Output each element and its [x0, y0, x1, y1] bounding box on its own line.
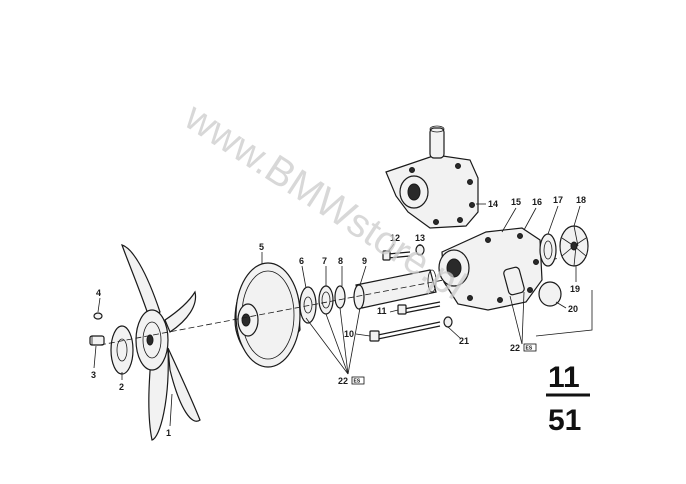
callout-22-left: 22	[338, 376, 348, 386]
fan-spacer	[110, 325, 134, 375]
callout-18: 18	[576, 195, 586, 205]
housing-bolt	[382, 250, 411, 261]
callout-9: 9	[362, 256, 367, 266]
callout-7: 7	[322, 256, 327, 266]
callout-11: 11	[377, 306, 387, 316]
callout-labels: 1 2 3 4 5 6 7 8 9 10 11 12 13 14 15 16 1…	[91, 195, 586, 438]
svg-text:ES: ES	[354, 379, 361, 385]
short-bolt	[397, 301, 441, 315]
group-number: 11 51	[546, 361, 590, 437]
callout-16: 16	[532, 197, 542, 207]
callout-2: 2	[119, 382, 124, 392]
pulley	[234, 262, 301, 368]
callout-20: 20	[568, 304, 578, 314]
tag-box-left: ES	[351, 376, 365, 385]
water-pump-main	[438, 227, 543, 311]
svg-text:ES: ES	[526, 346, 533, 352]
fan-bolt	[89, 335, 105, 346]
washer-21	[443, 316, 453, 328]
callout-12: 12	[390, 233, 400, 243]
group-main: 11	[548, 361, 580, 394]
seal-ring	[318, 285, 334, 315]
callout-21: 21	[459, 336, 469, 346]
callout-6: 6	[299, 256, 304, 266]
callout-22-right: 22	[510, 343, 520, 353]
callout-10: 10	[344, 329, 354, 339]
group-sub: 51	[548, 404, 581, 437]
callout-1: 1	[166, 428, 171, 438]
callout-14: 14	[488, 199, 498, 209]
callout-19: 19	[570, 284, 580, 294]
fan-washer	[93, 312, 103, 320]
callout-15: 15	[511, 197, 521, 207]
cover-disc	[538, 281, 562, 307]
callout-3: 3	[91, 370, 96, 380]
impeller	[559, 225, 589, 267]
hub-flange	[299, 286, 317, 324]
tag-box-right: ES	[523, 343, 537, 352]
leader-lines	[93, 203, 593, 427]
long-bolt	[369, 321, 441, 342]
fan-assembly	[121, 244, 201, 441]
gasket	[539, 233, 557, 267]
callout-17: 17	[553, 195, 563, 205]
callout-4: 4	[96, 288, 101, 298]
callout-5: 5	[259, 242, 264, 252]
snap-ring	[334, 285, 346, 309]
callout-13: 13	[415, 233, 425, 243]
water-pump-housing-upper	[385, 125, 479, 229]
callout-8: 8	[338, 256, 343, 266]
